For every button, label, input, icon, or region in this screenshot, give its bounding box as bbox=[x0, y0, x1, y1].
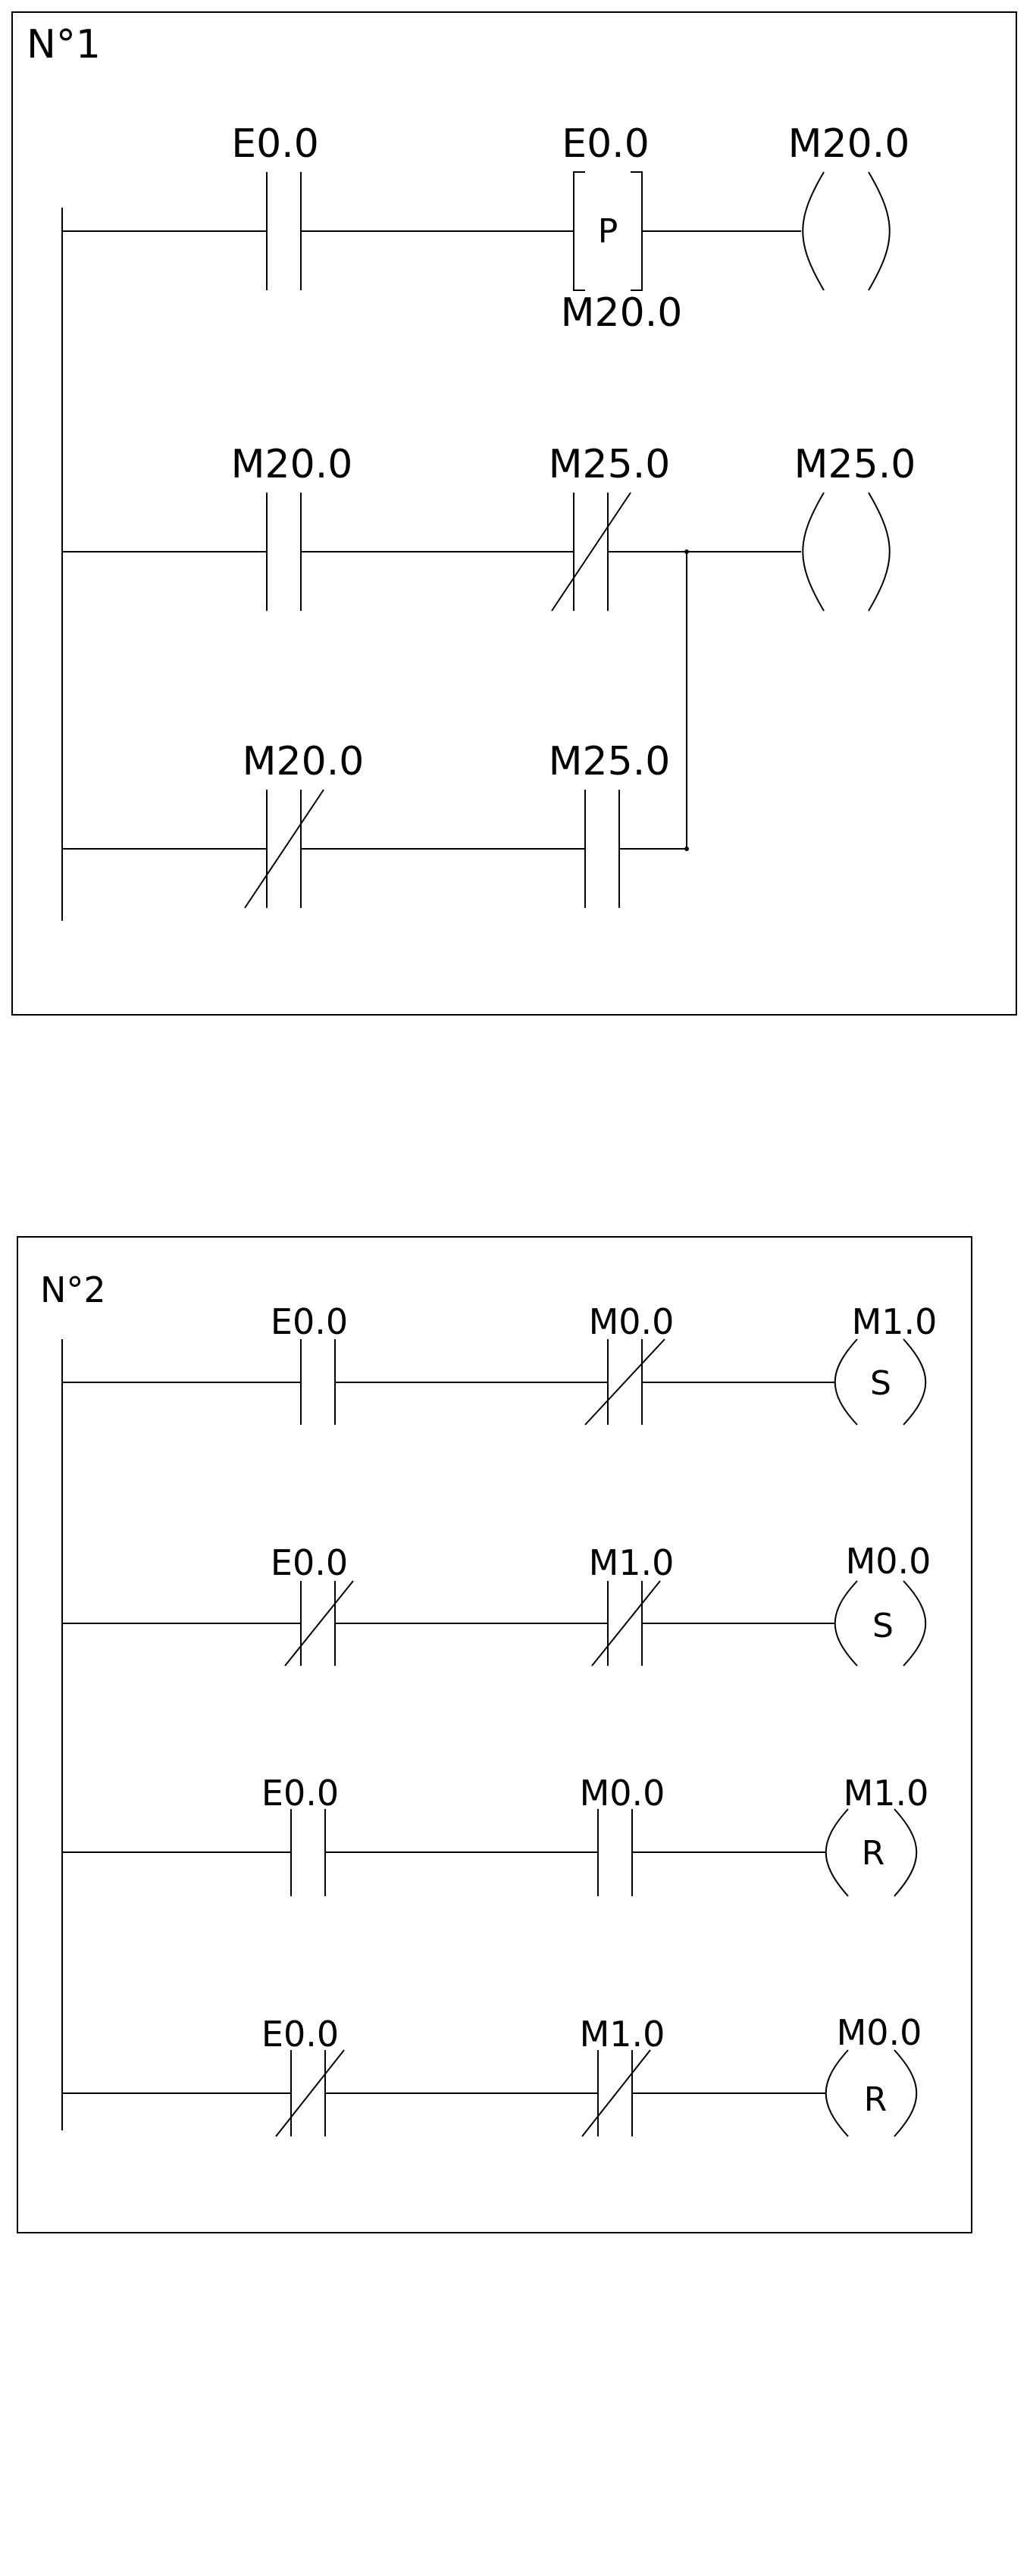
no-contact bbox=[266, 172, 302, 290]
contact-label: M25.0 bbox=[549, 442, 671, 487]
no-contact bbox=[300, 1339, 336, 1425]
reset-coil: R bbox=[825, 1808, 918, 1897]
set-coil: S bbox=[834, 1338, 927, 1426]
coil-type-label: S bbox=[870, 1364, 891, 1403]
no-contact bbox=[290, 1809, 326, 1896]
coil bbox=[802, 492, 891, 612]
rung-2: E0.0 M1.0 S M0.0 bbox=[62, 1541, 931, 1667]
coil-label: M1.0 bbox=[852, 1301, 938, 1342]
contact-label: M20.0 bbox=[243, 739, 365, 784]
edge-memory-label: M20.0 bbox=[561, 290, 683, 336]
coil-type-label: R bbox=[862, 1834, 885, 1873]
contact-label: E0.0 bbox=[231, 121, 319, 167]
no-contact bbox=[597, 1809, 633, 1896]
contact-label: M0.0 bbox=[589, 1301, 675, 1342]
rung-1: E0.0 P E0.0 M20.0 M20.0 bbox=[62, 121, 909, 336]
diagram-title: N°2 bbox=[40, 1269, 106, 1310]
contact-label: E0.0 bbox=[261, 2014, 339, 2055]
rung-4: E0.0 M1.0 R M0.0 bbox=[62, 2012, 922, 2137]
rung-2: M20.0 M25.0 M25.0 bbox=[62, 442, 916, 612]
rung-3: E0.0 M0.0 R M1.0 bbox=[62, 1773, 929, 1897]
rung-1: E0.0 M0.0 S M1.0 bbox=[62, 1301, 938, 1426]
contact-label: E0.0 bbox=[562, 121, 650, 167]
reset-coil: R bbox=[825, 2049, 918, 2137]
contact-label: M20.0 bbox=[231, 442, 353, 487]
contact-label: M1.0 bbox=[589, 1542, 675, 1583]
diagram-frame bbox=[17, 1236, 972, 2233]
contact-label: E0.0 bbox=[271, 1542, 348, 1583]
coil-type-label: R bbox=[864, 2080, 888, 2119]
set-coil: S bbox=[834, 1580, 927, 1667]
contact-label: M1.0 bbox=[580, 2014, 665, 2055]
rung-3: M20.0 M25.0 bbox=[62, 552, 689, 909]
contact-label: E0.0 bbox=[271, 1301, 348, 1342]
coil-type-label: S bbox=[872, 1607, 894, 1645]
no-contact bbox=[584, 790, 620, 908]
coil-label: M20.0 bbox=[788, 121, 910, 167]
diagram-title: N°1 bbox=[27, 22, 101, 67]
contact-label: E0.0 bbox=[261, 1773, 339, 1814]
no-contact bbox=[266, 493, 302, 611]
positive-edge-box: P bbox=[573, 171, 643, 291]
coil-label: M0.0 bbox=[837, 2012, 922, 2053]
diagram-frame bbox=[11, 11, 1017, 1016]
diagram-1: N°1 E0.0 P E0.0 M20.0 M20.0 bbox=[11, 11, 1017, 1016]
diagram-2: N°2 E0.0 M0.0 S M1.0 E0.0 M1.0 S bbox=[17, 1236, 972, 2233]
coil bbox=[802, 171, 891, 291]
contact-label: M25.0 bbox=[549, 739, 671, 784]
coil-label: M1.0 bbox=[844, 1773, 929, 1814]
coil-label: M0.0 bbox=[846, 1541, 931, 1582]
edge-type-label: P bbox=[598, 212, 618, 251]
contact-label: M0.0 bbox=[580, 1773, 665, 1814]
coil-label: M25.0 bbox=[794, 442, 916, 487]
